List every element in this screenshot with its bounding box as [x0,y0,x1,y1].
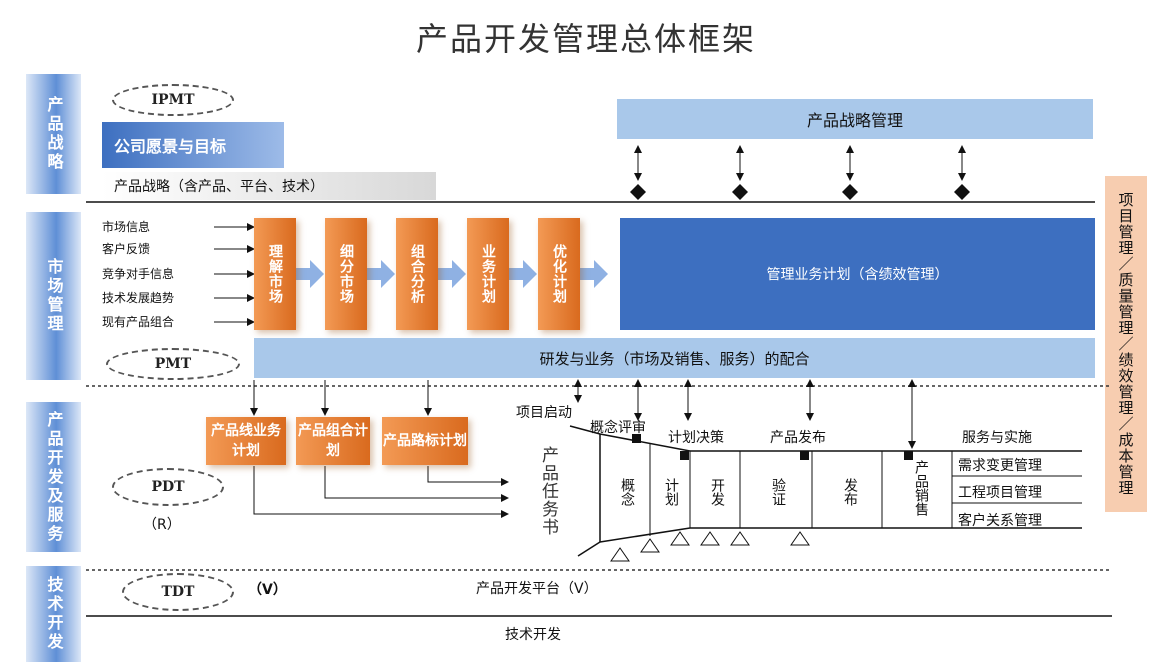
section-tech-dev: 技术开发 [26,566,81,662]
management-band: 项目管理／质量管理／绩效管理／成本管理 [1105,176,1147,512]
milestone-service: 服务与实施 [962,430,1032,446]
platform-label: 产品开发平台（V） [476,581,598,597]
market-step-3: 组合分析 [396,218,438,330]
milestone-concept-review: 概念评审 [590,420,646,436]
market-input-3: 竞争对手信息 [102,267,175,281]
plan-box-3: 产品路标计划 [382,417,468,465]
pdt-label: PDT [151,479,185,495]
market-step-label: 理解市场 [267,244,283,304]
task-book-label: 产品任务书 [538,446,558,536]
phase-release: 发布 [842,478,858,506]
service-item-3: 客户关系管理 [958,513,1042,529]
market-input-2: 客户反馈 [102,242,151,256]
market-step-4: 业务计划 [467,218,509,330]
plan-box-2: 产品组合计划 [296,417,370,465]
market-step-5: 优化计划 [538,218,580,330]
product-strategy-box: 产品战略（含产品、平台、技术） [102,172,436,200]
page-title: 产品开发管理总体框架 [415,20,756,58]
phase-plan: 计划 [663,478,679,506]
section-product-dev: 产品开发及服务 [26,402,81,552]
section-market: 市场管理 [26,212,81,380]
strategy-mgmt-bar: 产品战略管理 [617,99,1093,139]
pdt-ellipse: PDT [112,468,224,506]
market-step-1: 理解市场 [254,218,296,330]
ipmt-label: IPMT [151,92,195,108]
section-strategy: 产品战略 [26,74,81,194]
tdt-ellipse: TDT [122,573,234,611]
service-item-1: 需求变更管理 [958,458,1042,474]
tech-dev-label: 技术开发 [505,627,561,643]
market-step-label: 组合分析 [409,244,425,304]
phase-develop: 开发 [709,478,725,506]
pmt-label: PMT [154,356,192,372]
milestone-plan-decision: 计划决策 [668,430,724,446]
service-item-2: 工程项目管理 [958,485,1042,501]
strategy-arrows [630,145,970,200]
ipmt-ellipse: IPMT [112,84,234,116]
tdt-role: （V） [248,582,287,598]
milestone-start: 项目启动 [516,405,572,421]
company-vision-box: 公司愿景与目标 [102,122,284,168]
pdt-role: （R） [143,517,181,533]
market-input-1: 市场信息 [102,220,151,234]
phase-concept: 概念 [619,478,635,506]
milestone-release: 产品发布 [770,430,826,446]
market-step-2: 细分市场 [325,218,367,330]
management-band-label: 项目管理／质量管理／绩效管理／成本管理 [1116,192,1135,496]
market-step-label: 优化计划 [551,244,567,304]
plan-box-1: 产品线业务计划 [206,417,286,465]
phase-verify: 验证 [770,478,786,506]
market-step-label: 业务计划 [480,244,496,304]
phase-sales: 产品销售 [913,460,929,516]
pmt-ellipse: PMT [106,348,240,380]
business-plan-box: 管理业务计划（含绩效管理） [620,218,1095,330]
market-step-label: 细分市场 [338,244,354,304]
market-input-5: 现有产品组合 [102,315,175,329]
rd-coordination-bar: 研发与业务（市场及销售、服务）的配合 [254,338,1095,378]
market-input-4: 技术发展趋势 [102,291,175,305]
tdt-label: TDT [161,584,195,600]
